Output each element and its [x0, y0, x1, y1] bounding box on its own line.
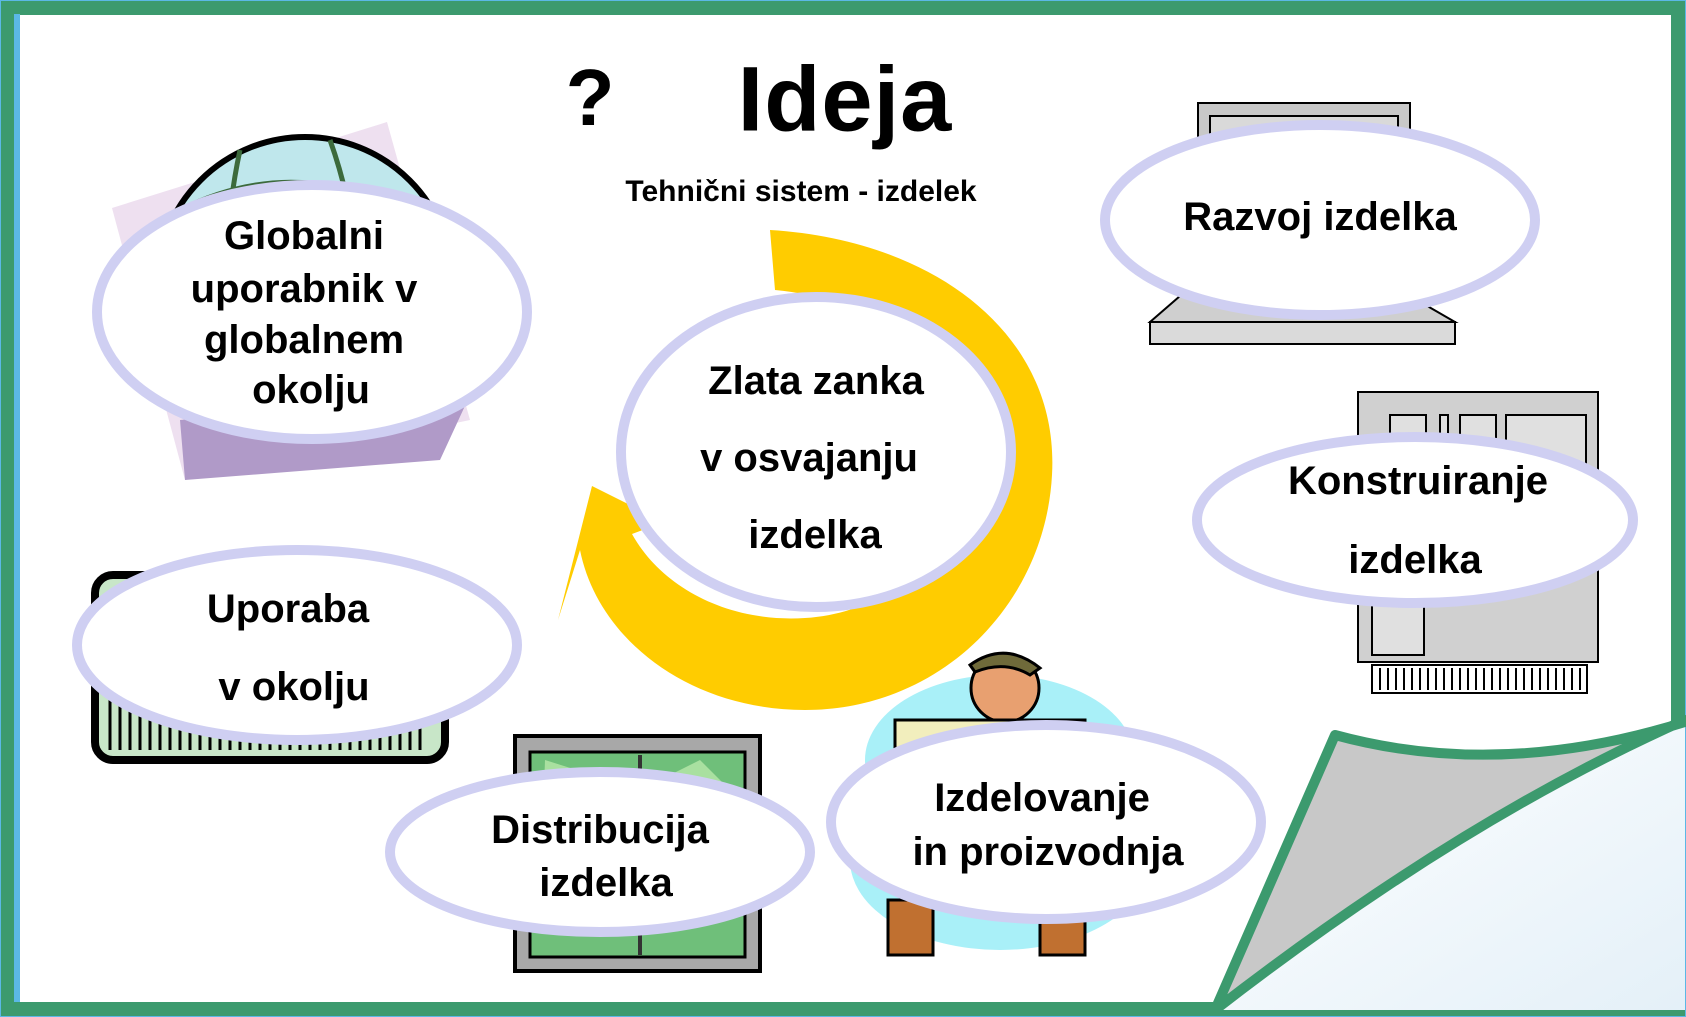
razvoj-line-1: Razvoj izdelka: [1183, 195, 1457, 239]
distribucija-line-1: Distribucija: [491, 808, 709, 852]
frame-inner-band: [14, 14, 20, 1002]
izdelovanje-line-2: in proizvodnja: [912, 830, 1184, 874]
izdelovanje-line-1: Izdelovanje: [934, 776, 1150, 820]
center-line-2: v osvajanju: [700, 436, 918, 480]
konstruiranje-line-1: Konstruiranje: [1287, 459, 1549, 503]
ellipse-razvoj: [1100, 120, 1540, 320]
ellipse-izdelovanje: [826, 720, 1266, 924]
uporaba-line-1: Uporaba: [206, 587, 370, 631]
page-title: Ideja: [737, 48, 953, 151]
globalni-line-4: okolju: [252, 368, 370, 412]
ellipse-distribucija: [385, 767, 815, 937]
ellipse-konstruiranje: [1192, 432, 1638, 608]
ellipse-center: [616, 292, 1016, 612]
globalni-line-3: globalnem: [203, 318, 405, 362]
globalni-line-1: Globalni: [224, 214, 384, 258]
uporaba-line-2: v okolju: [218, 665, 370, 709]
distribucija-line-2: izdelka: [539, 861, 673, 905]
page-subtitle: Tehnični sistem - izdelek: [625, 175, 977, 208]
ellipse-globalni: [92, 180, 532, 444]
page-curl: [1210, 715, 1686, 1015]
center-line-1: Zlata zanka: [708, 359, 924, 403]
center-line-3: izdelka: [748, 513, 882, 557]
globalni-line-2: uporabnik v: [190, 267, 418, 311]
ellipse-uporaba: [72, 545, 522, 745]
konstruiranje-line-2: izdelka: [1348, 538, 1482, 582]
title-question-mark: ?: [565, 53, 615, 142]
